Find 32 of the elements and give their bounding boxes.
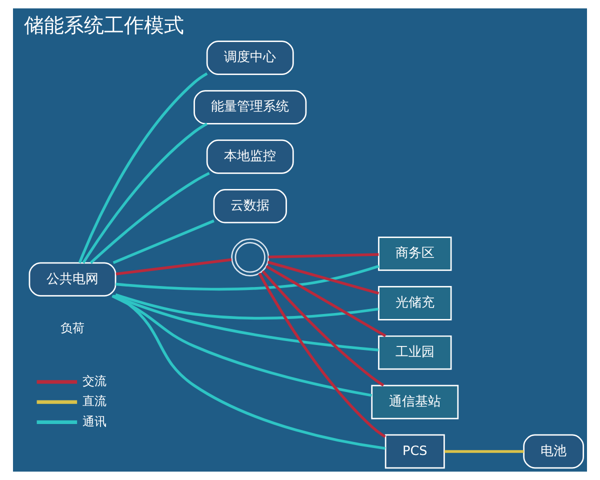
node-box: 光储充 — [378, 286, 452, 320]
node-box: 云数据 — [213, 188, 287, 224]
legend-label: 交流 — [82, 374, 107, 388]
label: 负荷 — [60, 320, 85, 335]
node-circle — [231, 238, 270, 276]
connector — [444, 450, 524, 453]
node-box: 商务区 — [378, 236, 452, 271]
node-box: 工业园 — [378, 335, 452, 370]
connector — [115, 293, 379, 320]
connector — [262, 270, 384, 387]
connector — [266, 265, 386, 338]
connector — [112, 294, 372, 397]
connector — [90, 172, 210, 264]
connector — [78, 72, 208, 264]
connector — [82, 122, 208, 264]
node-box: 本地监控 — [206, 140, 294, 174]
connector — [116, 258, 232, 276]
connector — [116, 264, 380, 291]
diagram-title: 储能系统工作模式 — [24, 12, 184, 37]
connector — [112, 294, 379, 352]
node-box: 电池 — [523, 434, 584, 469]
connector — [112, 220, 214, 264]
connector — [267, 260, 380, 295]
connector — [258, 272, 386, 438]
node-box: PCS — [384, 434, 445, 469]
node-box: 调度中心 — [206, 40, 294, 75]
node-box: 能量管理系统 — [194, 90, 307, 124]
legend-label: 通讯 — [82, 414, 107, 428]
node-box: 通信基站 — [371, 384, 459, 420]
legend-label: 直流 — [82, 394, 107, 408]
node-box: 公共电网 — [28, 262, 116, 297]
connector — [268, 253, 379, 258]
